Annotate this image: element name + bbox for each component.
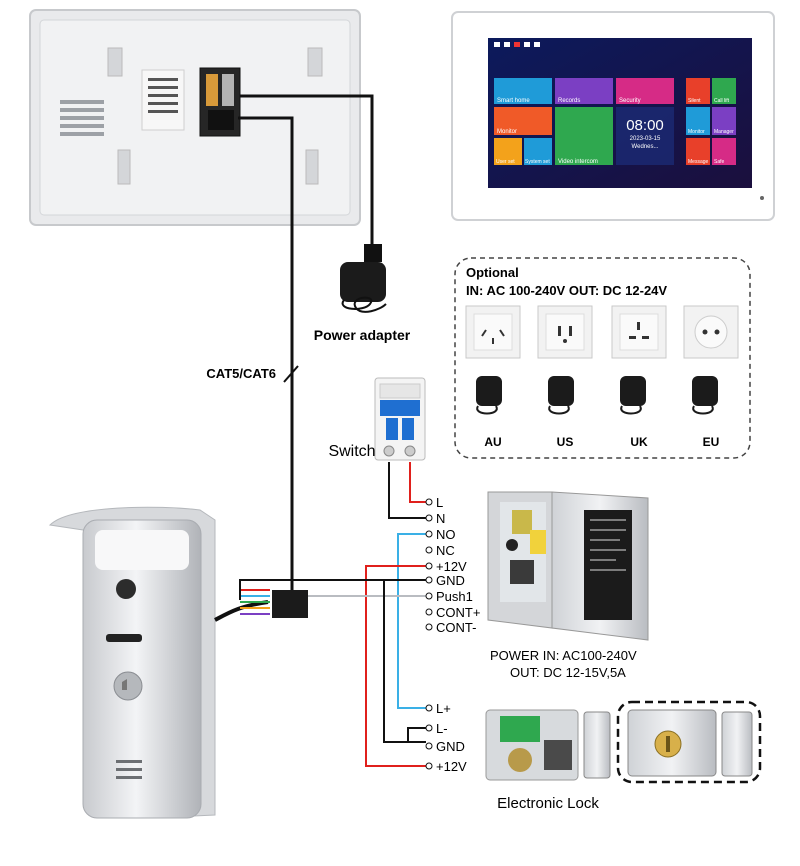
psu-spec-line1: POWER IN: AC100-240V bbox=[490, 648, 637, 663]
tile-silent: Silent bbox=[688, 98, 701, 104]
cat5-cable bbox=[238, 94, 374, 596]
terminal-l-plus: L+ bbox=[436, 701, 451, 716]
electronic-lock bbox=[485, 700, 762, 784]
terminal-gnd: GND bbox=[436, 573, 465, 588]
terminal-n: N bbox=[436, 511, 445, 526]
terminal-cont-plus: CONT+ bbox=[436, 605, 480, 620]
door-station bbox=[48, 506, 216, 819]
optional-adapters: Optional IN: AC 100-240V OUT: DC 12-24V … bbox=[454, 257, 751, 459]
terminal-cont-minus: CONT- bbox=[436, 620, 476, 635]
tile-video-intercom: Video intercom bbox=[558, 159, 598, 165]
monitor-front: Smart home Records Security Monitor User… bbox=[451, 11, 775, 221]
terminal-l: L bbox=[436, 495, 443, 510]
tile-monitor-small: Monitor bbox=[688, 129, 705, 135]
speaker-grille bbox=[60, 100, 104, 136]
plug-adapters bbox=[476, 376, 718, 406]
power-supply bbox=[487, 491, 649, 641]
power-adapter bbox=[340, 244, 387, 313]
terminal-lock-gnd: GND bbox=[436, 739, 465, 754]
socket-eu bbox=[683, 305, 739, 359]
screen-date: 2023-03-15 bbox=[630, 136, 661, 142]
terminal-block-lock: L+ L- GND +12V bbox=[425, 701, 467, 774]
optional-spec: IN: AC 100-240V OUT: DC 12-24V bbox=[466, 283, 667, 298]
socket-au bbox=[465, 305, 521, 359]
psu-spec-line2: OUT: DC 12-15V,5A bbox=[510, 665, 626, 680]
plug-label-uk: UK bbox=[630, 435, 648, 449]
terminal-push1: Push1 bbox=[436, 589, 473, 604]
door-station-wires bbox=[214, 589, 308, 622]
power-adapter-label: Power adapter bbox=[314, 327, 411, 343]
plug-label-us: US bbox=[557, 435, 574, 449]
terminal-block-psu: NO NC +12V GND Push1 CONT+ CONT- bbox=[425, 527, 480, 635]
terminal-no: NO bbox=[436, 527, 456, 542]
tile-manager: Manager bbox=[714, 129, 734, 135]
terminal-12v: +12V bbox=[436, 559, 467, 574]
plug-label-eu: EU bbox=[703, 435, 720, 449]
plug-label-au: AU bbox=[484, 435, 501, 449]
tile-smart-home: Smart home bbox=[497, 98, 530, 104]
socket-us bbox=[537, 305, 593, 359]
main-wiring bbox=[239, 462, 426, 767]
terminal-block-power-in: L N bbox=[425, 495, 445, 526]
optional-title: Optional bbox=[466, 265, 519, 280]
tile-message: Message bbox=[688, 159, 709, 165]
screen-day: Wednes... bbox=[632, 144, 659, 150]
tile-security: Security bbox=[619, 98, 641, 104]
tile-user-set: User set bbox=[496, 159, 515, 165]
terminal-nc: NC bbox=[436, 543, 455, 558]
switch-label: Switch bbox=[328, 443, 375, 460]
electronic-lock-label: Electronic Lock bbox=[497, 795, 599, 812]
breaker-switch bbox=[374, 377, 426, 461]
tile-safe: Safe bbox=[714, 159, 725, 165]
socket-uk bbox=[611, 305, 667, 359]
terminal-l-minus: L- bbox=[436, 721, 448, 736]
tile-call-lift: Call lift bbox=[714, 98, 730, 104]
screen-clock: 08:00 bbox=[626, 117, 664, 134]
terminal-lock-12v: +12V bbox=[436, 759, 467, 774]
cable-label: CAT5/CAT6 bbox=[206, 366, 276, 381]
tile-records: Records bbox=[558, 98, 580, 104]
monitor-back bbox=[29, 9, 361, 226]
tile-monitor: Monitor bbox=[497, 129, 517, 135]
tile-system-set: System set bbox=[525, 159, 550, 165]
